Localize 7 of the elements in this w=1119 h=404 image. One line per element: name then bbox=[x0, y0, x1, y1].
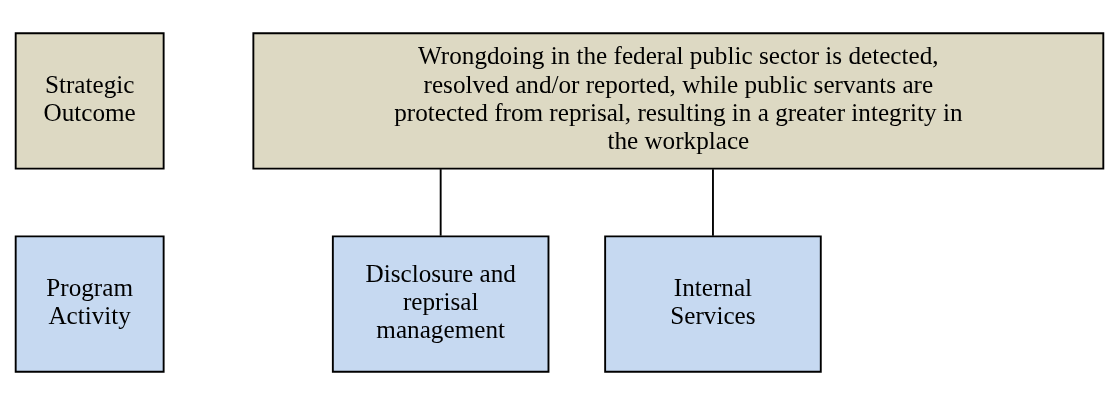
node-box: Disclosure and reprisal management bbox=[331, 234, 550, 373]
connector bbox=[439, 167, 442, 237]
node-box: Wrongdoing in the federal public sector is detected, resolved and/or reported, while public servants are protected from reprisal, resulting in a greater integrity in the workplace bbox=[252, 31, 1105, 170]
node-box: Strategic Outcome bbox=[14, 31, 165, 170]
node-box: Program Activity bbox=[14, 234, 165, 373]
node-box: Internal Services bbox=[604, 234, 822, 373]
connector bbox=[712, 167, 714, 237]
